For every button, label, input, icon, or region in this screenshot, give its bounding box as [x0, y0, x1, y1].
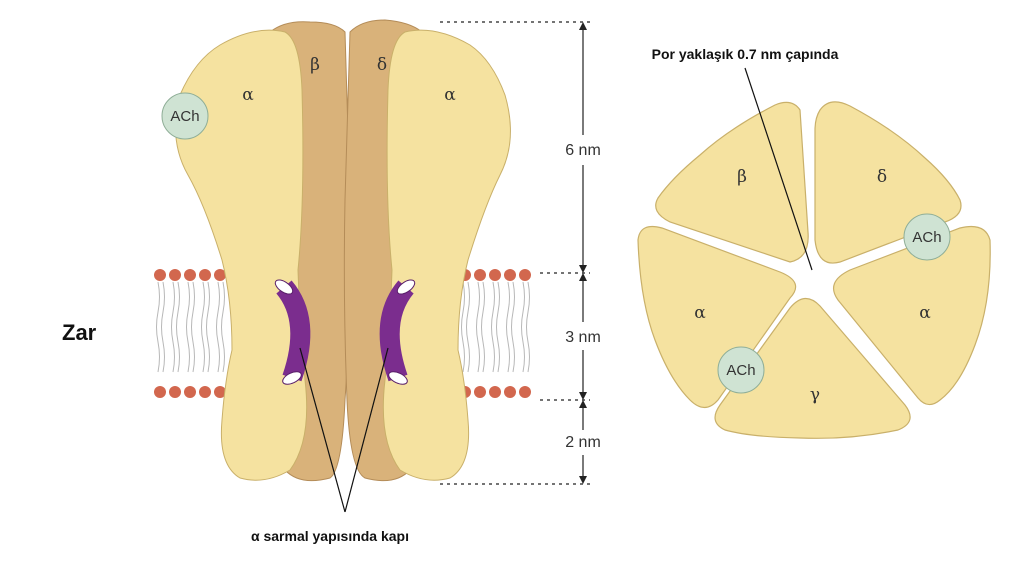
ach-binding-site-top-right: ACh: [904, 214, 950, 260]
lipid-tails-right: [462, 282, 530, 372]
dimension-3nm: 3 nm: [565, 329, 601, 346]
lipid-heads-right-top: [459, 269, 531, 281]
lipid-heads-right-bottom: [459, 386, 531, 398]
alpha-left-label: α: [242, 85, 254, 105]
alpha-right-label: α: [444, 85, 456, 105]
lipid-heads-left-bottom: [154, 386, 226, 398]
lipid-bilayer-right: [459, 269, 531, 398]
delta-label: δ: [377, 55, 387, 75]
gate-label: α sarmal yapısında kapı: [251, 528, 409, 544]
beta-label-top: β: [737, 167, 747, 187]
delta-label-top: δ: [877, 167, 887, 187]
dimension-6nm: 6 nm: [565, 142, 601, 159]
pore-label: Por yaklaşık 0.7 nm çapında: [652, 46, 839, 62]
dimension-2nm: 2 nm: [565, 434, 601, 451]
lipid-heads-left-top: [154, 269, 226, 281]
ach-binding-site-side: ACh: [162, 93, 208, 139]
beta-label: β: [310, 55, 320, 75]
ach-label-side: ACh: [170, 108, 199, 125]
svg-text:ACh: ACh: [726, 362, 755, 379]
alpha-right-label-top: α: [919, 303, 931, 323]
gamma-label-top: γ: [810, 385, 820, 405]
lipid-bilayer-left: [154, 269, 226, 398]
alpha-left-label-top: α: [694, 303, 706, 323]
lipid-tails-left: [157, 282, 225, 372]
membrane-label: Zar: [62, 320, 97, 345]
ach-binding-site-top-bottom: ACh: [718, 347, 764, 393]
svg-text:ACh: ACh: [912, 229, 941, 246]
